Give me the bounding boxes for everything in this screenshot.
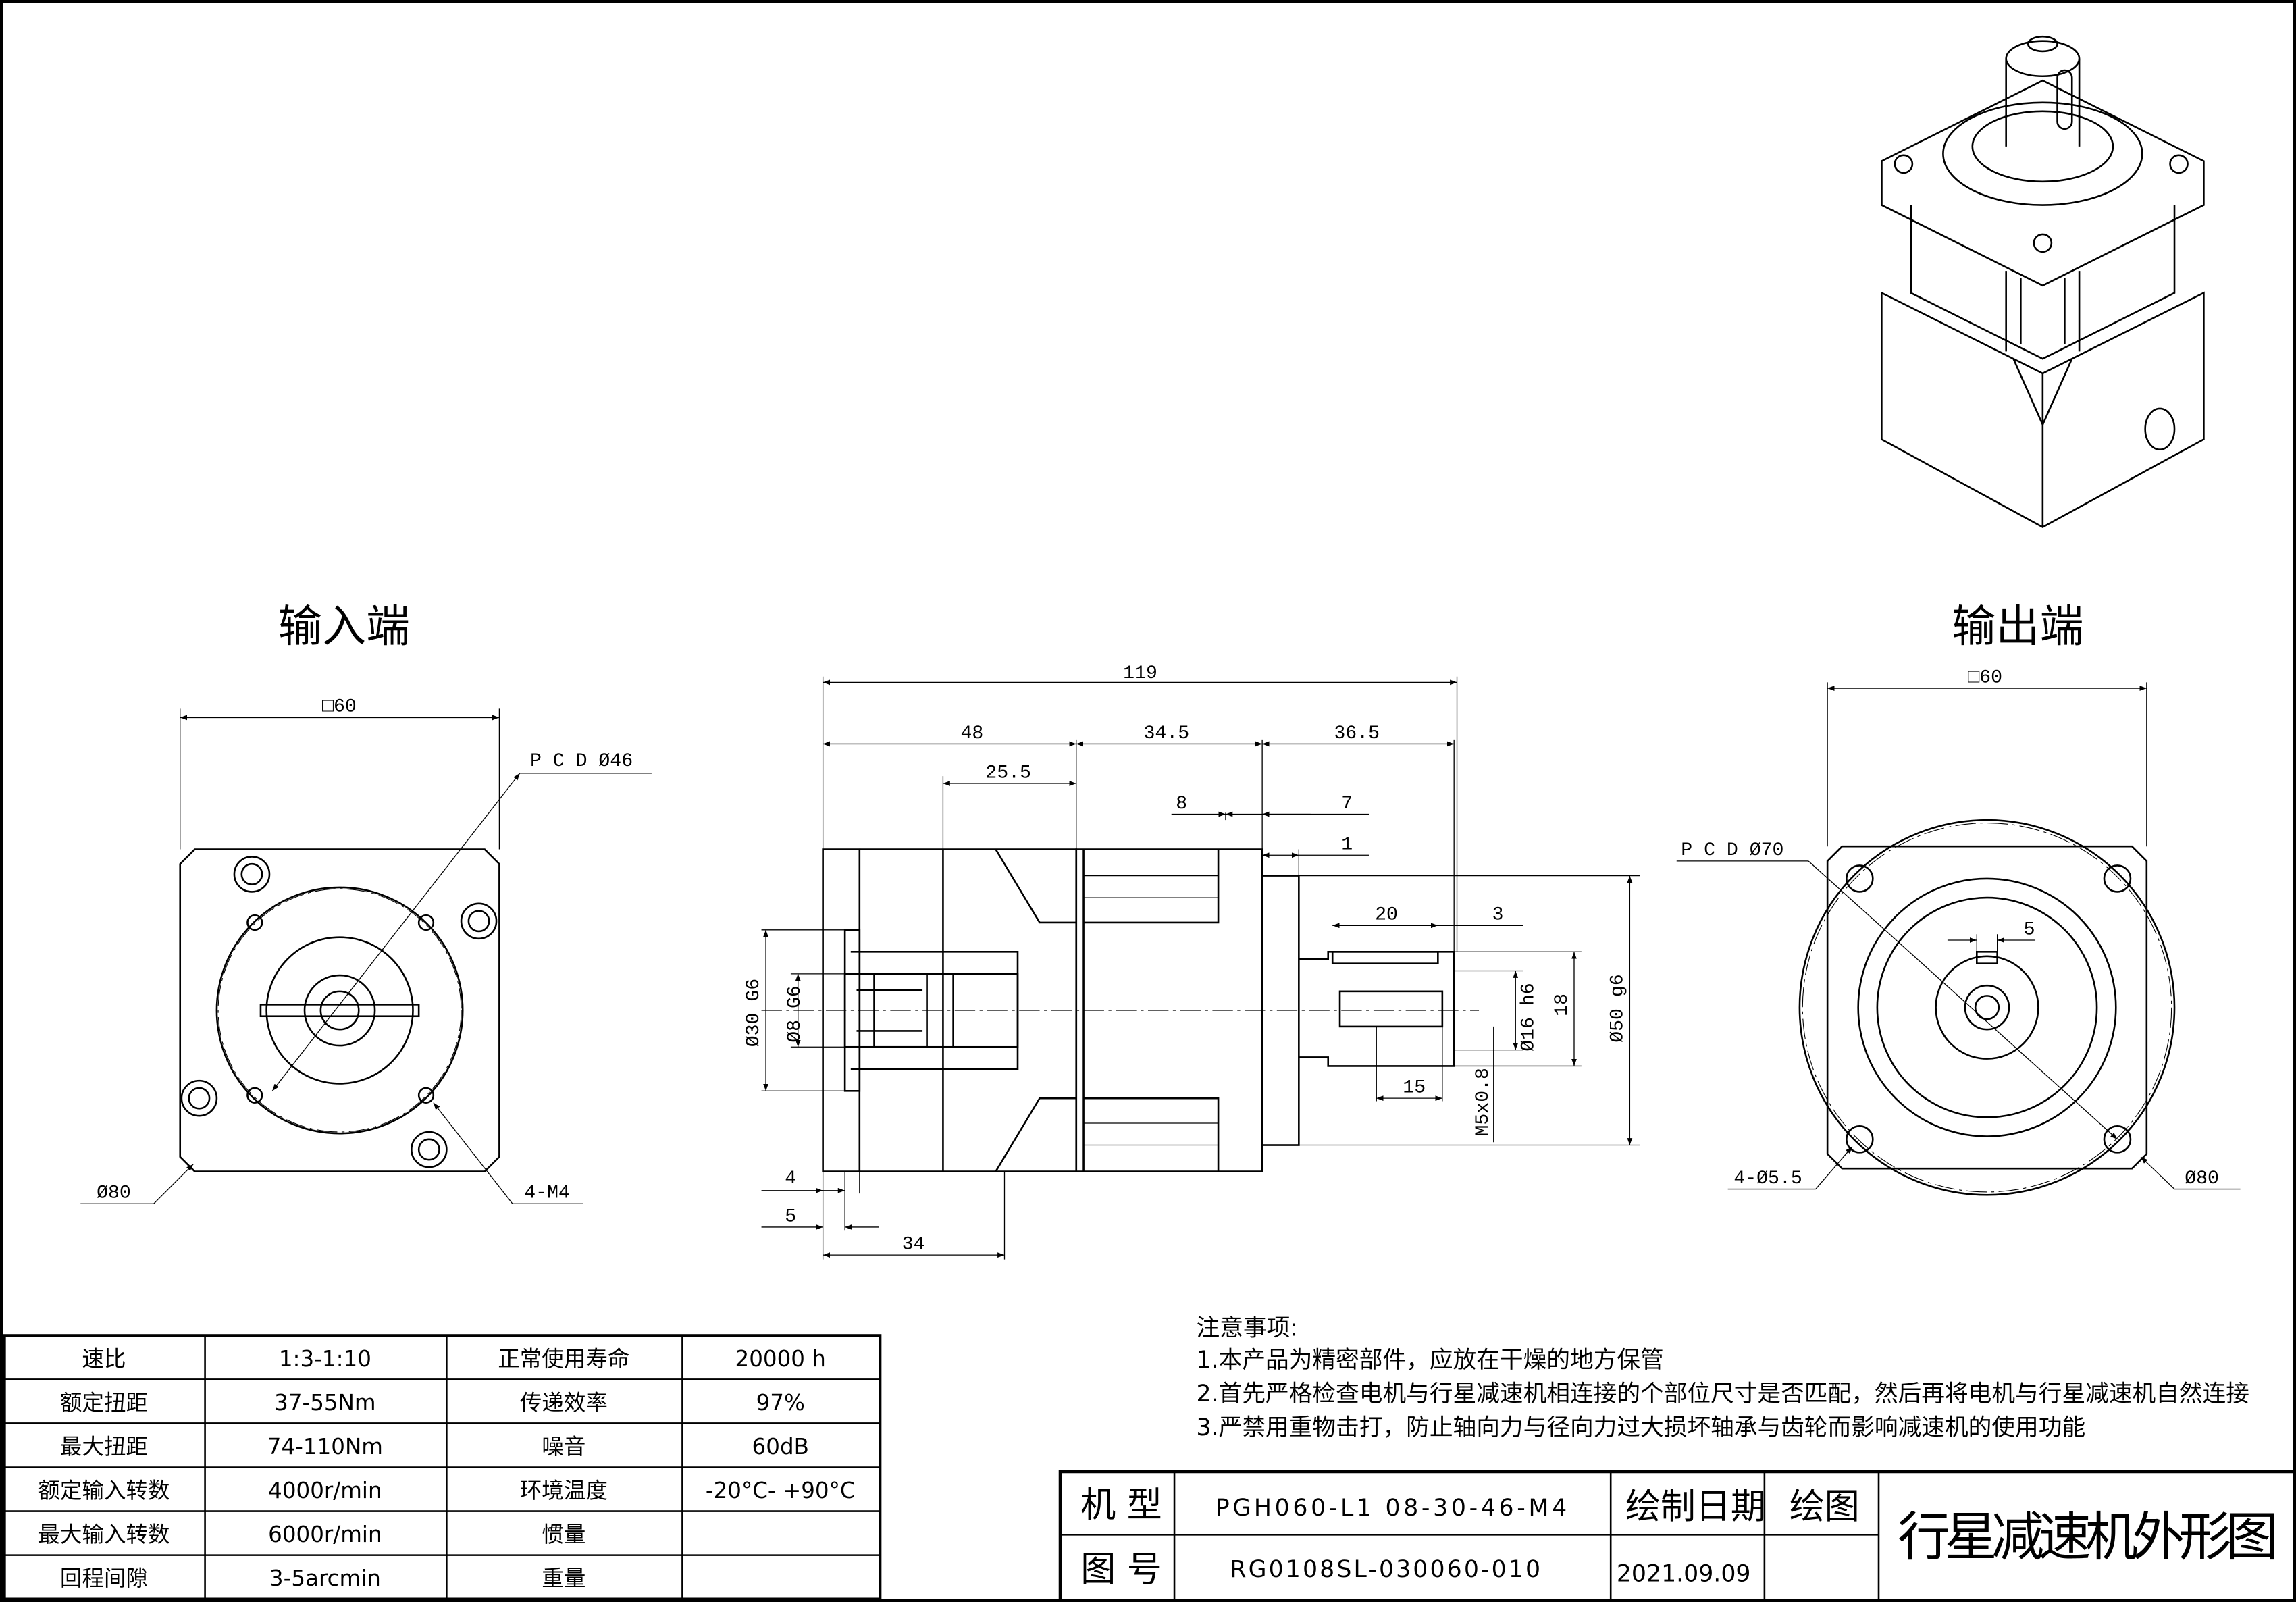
dim-3: 3 — [1492, 905, 1504, 926]
date-label: 绘制日期 — [1625, 1487, 1766, 1527]
title-block: 机 型 PGH060-L1 08-30-46-M4 图 号 RG0108SL-0… — [1058, 1470, 2295, 1599]
dim-holes: 4-Ø5.5 — [1733, 1168, 1802, 1189]
dim-holes: 4-M4 — [524, 1183, 570, 1204]
model-value: PGH060-L1 08-30-46-M4 — [1216, 1495, 1567, 1522]
note-item: 3.严禁用重物击打，防止轴向力与径向力过大损坏轴承与齿轮而影响减速机的使用功能 — [1197, 1414, 2086, 1441]
dim-dia: Ø80 — [2185, 1168, 2219, 1189]
dim-4: 4 — [785, 1168, 796, 1189]
dim-bore-30: Ø30 G6 — [743, 979, 764, 1047]
isometric-view — [1881, 35, 2205, 529]
output-end-view: □60 5 P C D Ø70 4-Ø5.5 Ø80 — [1676, 667, 2241, 1196]
note-item: 1.本产品为精密部件，应放在干燥的地方保管 — [1197, 1347, 1664, 1374]
spec-cell: 环境温度 — [520, 1478, 608, 1503]
spec-cell: 4000r/min — [268, 1478, 382, 1503]
spec-cell: 60dB — [752, 1434, 809, 1459]
spec-cell: 最大输入转数 — [38, 1522, 169, 1547]
dim-5: 5 — [785, 1206, 796, 1227]
notes: 注意事项: 1.本产品为精密部件，应放在干燥的地方保管 2.首先严格检查电机与行… — [1197, 1314, 2249, 1441]
dim-36-5: 36.5 — [1334, 723, 1380, 744]
drawing-title: 行星减速机外形图 — [1898, 1507, 2278, 1568]
spec-cell: 6000r/min — [268, 1522, 382, 1547]
dim-15: 15 — [1403, 1077, 1426, 1098]
spec-cell: 回程间隙 — [60, 1566, 148, 1591]
dim-7: 7 — [1341, 794, 1353, 815]
dim-18: 18 — [1552, 993, 1573, 1016]
drawn-by-label: 绘图 — [1790, 1487, 1860, 1527]
drawing-number-value: RG0108SL-030060-010 — [1230, 1556, 1540, 1583]
spec-cell: 最大扭距 — [60, 1434, 148, 1459]
input-end-title: 输入端 — [278, 602, 410, 652]
dim-key: 5 — [2024, 919, 2035, 940]
model-label: 机 型 — [1080, 1485, 1162, 1526]
date-value: 2021.09.09 — [1617, 1561, 1751, 1588]
spec-cell: 惯量 — [542, 1522, 585, 1547]
dim-pilot-50: Ø50 g6 — [1608, 974, 1629, 1042]
note-item: 2.首先严格检查电机与行星减速机相连接的个部位尺寸是否匹配，然后再将电机与行星减… — [1197, 1380, 2249, 1407]
input-end-view: □60 P C D Ø46 Ø80 4-M4 — [80, 697, 652, 1204]
dim-square: □60 — [1968, 667, 2002, 688]
dim-thread: M5x0.8 — [1473, 1068, 1494, 1136]
drawing-number-label: 图 号 — [1080, 1550, 1162, 1591]
spec-cell: 噪音 — [542, 1434, 585, 1459]
dim-48: 48 — [960, 723, 983, 744]
dim-square: □60 — [322, 697, 357, 718]
dim-1: 1 — [1341, 835, 1353, 856]
spec-cell: 97% — [756, 1390, 805, 1416]
dim-20: 20 — [1375, 905, 1398, 926]
spec-cell: 正常使用寿命 — [498, 1346, 629, 1372]
spec-cell: 传递效率 — [520, 1390, 608, 1416]
spec-cell: 3-5arcmin — [269, 1566, 381, 1591]
dim-25-5: 25.5 — [985, 763, 1031, 783]
dim-pcd: P C D Ø46 — [530, 751, 633, 772]
spec-cell: 37-55Nm — [274, 1390, 375, 1416]
notes-heading: 注意事项: — [1197, 1314, 1298, 1341]
dim-bore-8: Ø8 G6 — [785, 985, 806, 1043]
dim-34-5: 34.5 — [1143, 723, 1189, 744]
spec-cell: -20°C- +90°C — [706, 1478, 856, 1503]
output-end-title: 输出端 — [1952, 602, 2083, 652]
spec-cell: 额定扭距 — [60, 1390, 148, 1416]
spec-cell: 额定输入转数 — [38, 1478, 169, 1503]
dim-dia: Ø80 — [97, 1183, 131, 1204]
spec-cell: 20000 h — [735, 1346, 826, 1372]
spec-cell: 重量 — [542, 1566, 585, 1591]
spec-cell: 速比 — [82, 1346, 126, 1372]
spec-cell: 74-110Nm — [267, 1434, 383, 1459]
spec-cell: 1:3-1:10 — [279, 1346, 371, 1372]
side-view: 119 48 34.5 36.5 25.5 8 7 1 20 3 Ø30 G6 … — [743, 663, 1640, 1260]
spec-table: 速比 1:3-1:10 正常使用寿命 20000 h 额定扭距 37-55Nm 传递效率 97… — [3, 1334, 882, 1601]
dim-34: 34 — [902, 1234, 925, 1255]
dim-total-length: 119 — [1123, 663, 1157, 684]
dim-pcd: P C D Ø70 — [1681, 840, 1783, 861]
dim-8: 8 — [1176, 794, 1187, 815]
dim-shaft-16: Ø16 h6 — [1518, 983, 1539, 1051]
